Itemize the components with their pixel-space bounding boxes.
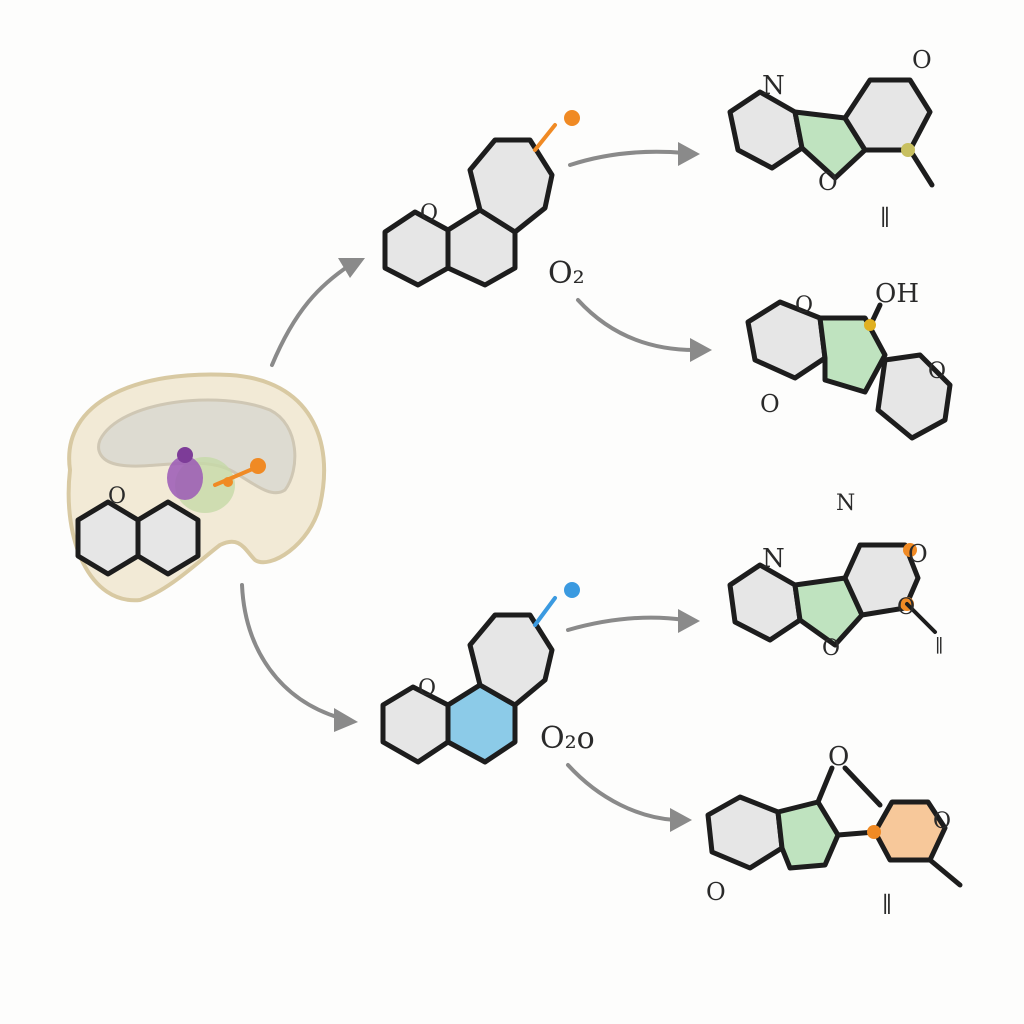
sub2-atom-label: O	[418, 676, 436, 701]
substrate-bottom: O	[380, 582, 580, 765]
p2-oh-bond	[869, 302, 883, 325]
sub1-orange-bond	[533, 123, 557, 152]
enzyme-ring-left	[75, 499, 141, 577]
p1-note: ∥	[880, 206, 890, 231]
sub1-ring-left	[382, 209, 451, 288]
p4-ring-right	[872, 799, 948, 863]
p1-pyridine	[727, 89, 805, 171]
p4-o-bottom-label: O	[706, 878, 726, 906]
p3-note: ∥	[935, 636, 943, 657]
p1-n-label: N	[762, 71, 785, 101]
sub2-ring-top	[467, 612, 555, 708]
p2-ring-right	[875, 352, 953, 441]
p1-furan	[792, 109, 868, 181]
p4-ring-mid	[775, 799, 841, 871]
arrow-to-product-4	[566, 763, 692, 832]
product-1: N O O ∥	[727, 46, 935, 231]
reagent-top-label: O₂	[548, 256, 585, 291]
p3-tail	[905, 602, 937, 634]
sub1-atom-label: O	[420, 201, 438, 226]
sub1-orange-atom	[564, 110, 580, 126]
p2-o-right-label: O	[928, 359, 946, 384]
arrow-to-product-3	[566, 609, 700, 633]
product-4: O O O ∥	[705, 742, 963, 918]
p3-o-mid-label: O	[897, 595, 915, 620]
sub2-ring-left	[380, 684, 451, 765]
enzyme-complex: O	[66, 372, 327, 603]
p2-yellow-atom	[864, 319, 876, 331]
p1-o-ring-label: O	[818, 168, 838, 196]
p3-o-top-label: O	[908, 540, 928, 568]
p4-ring-left	[705, 794, 785, 871]
p2-oh-label: OH	[875, 279, 919, 309]
purple-atom	[177, 447, 193, 463]
substrate-top: O	[382, 110, 580, 288]
sub2-blue-bond	[533, 596, 557, 627]
p4-orange-atom	[867, 825, 881, 839]
sub2-blue-atom	[564, 582, 580, 598]
orange-bond	[213, 466, 257, 487]
p4-o-top-label: O	[828, 742, 849, 772]
product-3: N O O O ∥	[727, 540, 943, 661]
p3-pyridine	[727, 562, 803, 643]
arrow-to-product-1	[568, 142, 700, 167]
p4-bridge-right	[842, 765, 883, 808]
arrow-to-product-2	[576, 298, 712, 362]
p4-methyl	[927, 857, 963, 888]
orange-atom-small	[223, 477, 233, 487]
product-2: OH O O O N	[745, 279, 953, 516]
p1-pyranone	[842, 77, 933, 153]
sub1-ring-top	[467, 137, 555, 235]
p3-orange-atom-top	[903, 543, 917, 557]
p1-methyl	[907, 147, 935, 188]
purple-cofactor	[167, 456, 203, 500]
p2-o-left-label: O	[795, 293, 813, 318]
p4-note: ∥	[882, 893, 892, 918]
p2-o-bottom-label: O	[760, 390, 780, 418]
p2-ring-left	[745, 299, 828, 381]
enzyme-ring-right	[135, 499, 201, 577]
p1-yellow-atom	[901, 143, 915, 157]
p2-note: N	[836, 491, 855, 516]
enzyme-pocket	[97, 398, 297, 495]
arrow-enzyme-to-top	[270, 258, 365, 367]
p4-o-right-label: O	[933, 809, 951, 834]
p2-ring-mid	[817, 315, 888, 395]
arrow-enzyme-to-bottom	[240, 583, 358, 732]
orange-atom	[250, 458, 266, 474]
reagent-bottom-label: O₂o	[540, 721, 595, 756]
p1-o-top-label: O	[912, 46, 932, 74]
p3-o-ring-label: O	[822, 636, 840, 661]
p3-n-label: N	[762, 544, 785, 574]
p4-bridge-left	[815, 765, 835, 805]
p3-ring-right	[842, 542, 921, 618]
p3-furan	[792, 575, 865, 648]
enzyme-atom-label: O	[108, 484, 126, 509]
